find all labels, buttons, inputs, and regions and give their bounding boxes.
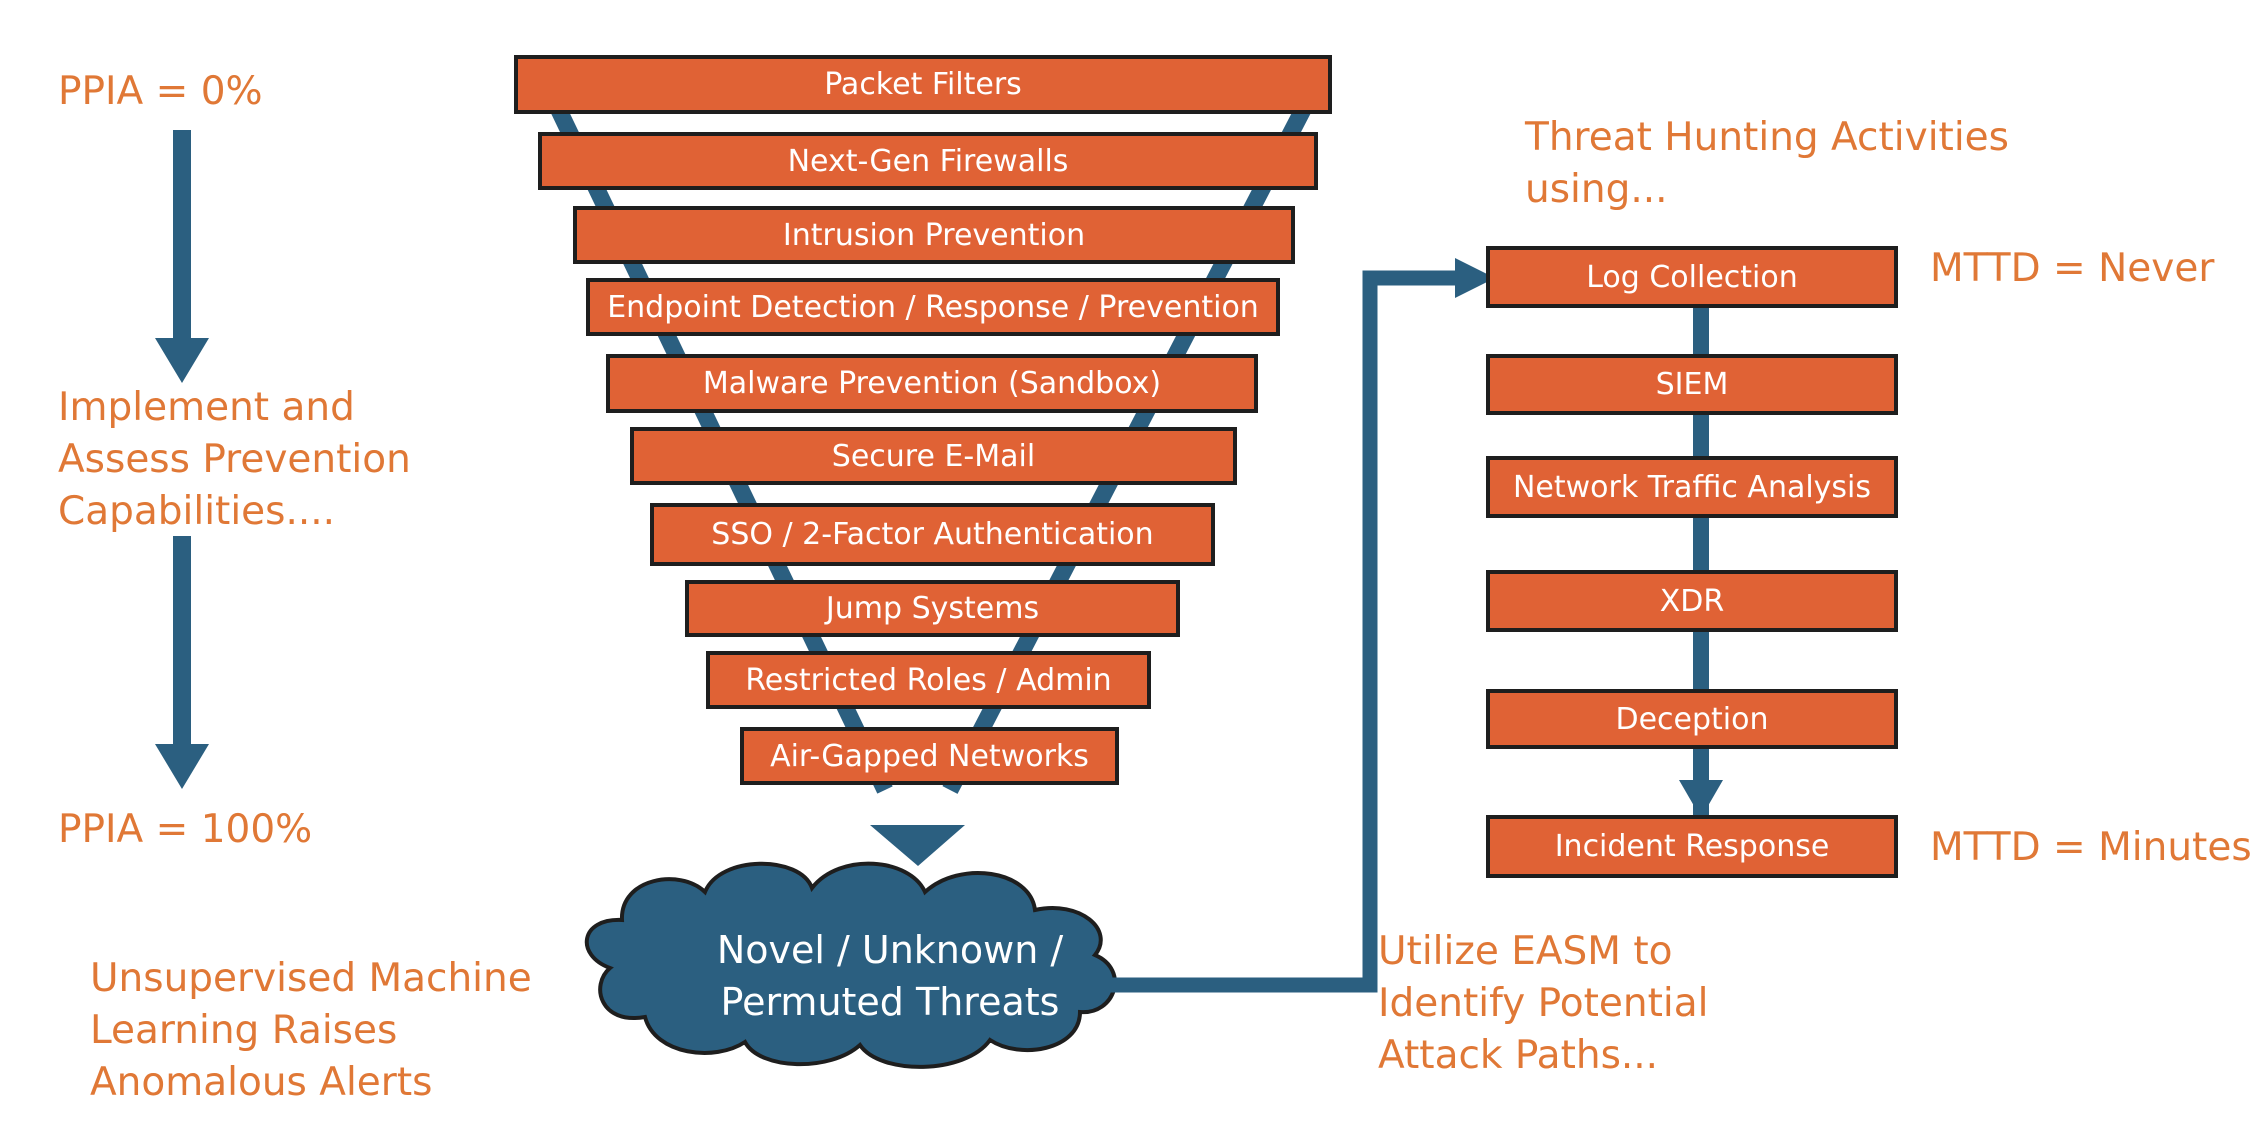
hunting-box-deception: Deception [1486,689,1898,749]
hunting-box-network-traffic-analysis: Network Traffic Analysis [1486,456,1898,518]
implement-assess-label: Implement and Assess Prevention Capabili… [58,382,411,538]
unsupervised-ml-label: Unsupervised Machine Learning Raises Ano… [90,953,532,1109]
funnel-box-next-gen-firewalls: Next-Gen Firewalls [538,132,1318,190]
cloud-shape [584,861,1117,1069]
implement-line-3: Capabilities.... [58,489,336,534]
unsupervised-line-3: Anomalous Alerts [90,1060,433,1105]
hunting-box-incident-response: Incident Response [1486,815,1898,878]
funnel-box-secure-email: Secure E-Mail [630,427,1237,485]
hunting-title-line-2: using... [1525,167,1668,212]
funnel-arrowhead [870,825,965,866]
ppia-end-label: PPIA = 100% [58,807,313,852]
hunting-box-siem: SIEM [1486,354,1898,415]
down-arrow-bottom [155,536,209,789]
hunting-connector [1693,300,1709,815]
down-arrow-top [155,130,209,383]
implement-line-2: Assess Prevention [58,437,411,482]
unsupervised-line-2: Learning Raises [90,1008,398,1053]
cloud-line-1: Novel / Unknown / [716,928,1064,972]
easm-line-2: Identify Potential [1378,981,1709,1026]
hunting-title-line-1: Threat Hunting Activities [1525,115,2009,160]
ppia-start-label: PPIA = 0% [58,69,263,114]
funnel-box-restricted-roles: Restricted Roles / Admin [706,651,1151,709]
funnel-box-packet-filters: Packet Filters [514,55,1332,114]
funnel-box-sso-2fa: SSO / 2-Factor Authentication [650,503,1215,566]
funnel-box-endpoint-detection: Endpoint Detection / Response / Preventi… [586,278,1280,336]
hunting-arrowhead [1679,780,1723,818]
cloud-connector-line [1095,270,1460,993]
threat-hunting-title: Threat Hunting Activities using... [1525,112,2009,216]
easm-label: Utilize EASM to Identify Potential Attac… [1378,926,1708,1082]
mttd-never-label: MTTD = Never [1930,246,2215,291]
hunting-box-xdr: XDR [1486,570,1898,632]
cloud-label: Novel / Unknown / Permuted Threats [660,924,1120,1028]
hunting-box-log-collection: Log Collection [1486,246,1898,308]
funnel-box-intrusion-prevention: Intrusion Prevention [573,206,1295,264]
funnel-box-air-gapped: Air-Gapped Networks [740,727,1119,785]
unsupervised-line-1: Unsupervised Machine [90,956,532,1001]
easm-line-1: Utilize EASM to [1378,929,1673,974]
funnel-box-jump-systems: Jump Systems [685,580,1180,637]
easm-line-3: Attack Paths... [1378,1033,1659,1078]
funnel-box-malware-prevention: Malware Prevention (Sandbox) [606,354,1258,413]
connector-arrowhead [1455,258,1495,298]
implement-line-1: Implement and [58,385,355,430]
mttd-minutes-label: MTTD = Minutes [1930,825,2252,870]
cloud-line-2: Permuted Threats [720,980,1060,1024]
